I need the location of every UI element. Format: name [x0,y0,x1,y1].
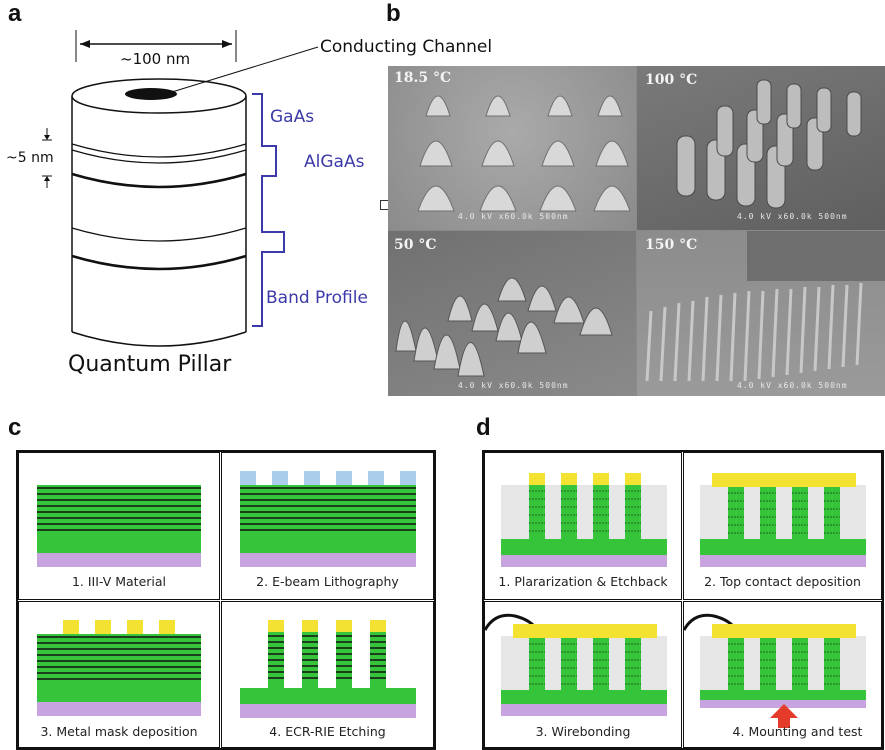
step-c3: 3. Metal mask deposition [18,601,220,748]
step-c4: 4. ECR-RIE Etching [221,601,434,748]
sem-tile-100c: 100 °C 4.0 kV x60.0k 500nm [637,66,885,230]
sem-tile-150c: 150 °C 4.0 kV x60.0k 500nm [637,231,885,396]
step-d2: 2. Top contact deposition [683,452,882,600]
band-profile-label: Band Profile [266,288,368,308]
panel-a-diagram [0,0,380,400]
step-d4-drawing [684,613,866,728]
step-d1-drawing [501,473,667,567]
step-d3: 3. Wirebonding [484,601,682,748]
step-c3-drawing [37,620,201,716]
step-d1: 1. Plararization & Etchback [484,452,682,600]
panel-a-letter: a [8,0,22,27]
step-c2: 2. E-beam Lithography [221,452,434,600]
step-c1: 1. III-V Material [18,452,220,600]
step-d3-drawing [485,613,667,716]
sem-tile-50c: 50 °C 4.0 kV x60.0k 500nm [388,231,636,396]
step-d1-caption: 1. Plararization & Etchback [498,574,668,589]
step-c3-caption: 3. Metal mask deposition [40,724,198,739]
algaas-label: AlGaAs [304,152,365,172]
conducting-channel-label: Conducting Channel [320,37,493,57]
temp-label-100c: 100 °C [645,72,698,88]
step-c2-caption: 2. E-beam Lithography [256,574,399,589]
scalebar-50c: 4.0 kV x60.0k 500nm [458,381,569,390]
gaas-label: GaAs [270,107,315,127]
step-c4-drawing [240,620,416,718]
step-d4-caption: 4. Mounting and test [732,724,863,739]
scalebar-150c: 4.0 kV x60.0k 500nm [737,381,848,390]
sem-image-grid: 18.5 °C 4.0 kV x60.0k 500nm 100 °C 4.0 k… [388,66,885,396]
quantum-pillar-caption: Quantum Pillar [68,352,232,377]
panel-d-grid: 1. Plararization & Etchback 2. Top conta… [482,450,884,750]
step-c2-drawing [240,471,416,567]
scalebar-100c: 4.0 kV x60.0k 500nm [737,212,848,221]
quantum-pillar-drawing [42,30,319,347]
step-c1-caption: 1. III-V Material [71,574,167,589]
panel-d-letter: d [476,414,491,441]
step-d4: 4. Mounting and test [683,601,882,748]
panel-c-letter: c [8,414,22,441]
thickness-label: ~5 nm [6,150,54,166]
temp-label-50c: 50 °C [394,237,437,253]
temp-label-150c: 150 °C [645,237,698,253]
panel-c-grid: 1. III-V Material 2. E-beam Lithography [16,450,436,750]
step-d2-caption: 2. Top contact deposition [704,574,861,589]
sem-tile-18c: 18.5 °C 4.0 kV x60.0k 500nm [388,66,636,230]
step-c1-drawing [37,485,201,567]
step-d2-drawing [700,473,866,567]
step-c4-caption: 4. ECR-RIE Etching [269,724,386,739]
panel-b-letter: b [386,0,401,27]
scalebar-18c: 4.0 kV x60.0k 500nm [458,212,569,221]
width-label: ~100 nm [120,50,191,68]
step-d3-caption: 3. Wirebonding [535,724,631,739]
up-arrow-icon [770,704,798,728]
temp-label-18c: 18.5 °C [394,70,452,86]
